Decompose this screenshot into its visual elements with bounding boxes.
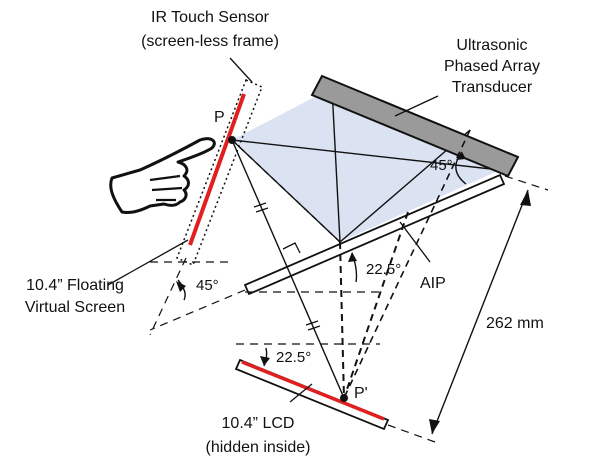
ultrasound-beam-region [232,88,500,242]
ir-sensor-frame [176,78,263,267]
tick-mark-upper-2 [255,207,269,213]
angle-arrow-22-lower [260,356,270,366]
label-transducer-line3: Transducer [452,79,533,96]
dimension-arrowhead-bottom [429,419,440,434]
tick-mark-upper-1 [253,202,267,208]
label-angle-45-top: 45° [430,157,453,174]
ext-line-lcd-right [387,424,436,443]
dashed-transducer-to-p-prime [343,129,471,399]
p-to-p-prime-line [231,139,345,399]
label-angle-22-lower: 22.5° [276,349,311,366]
angle-arrow-45-left [176,281,186,292]
transducer-block [310,74,520,178]
label-distance: 262 mm [486,315,544,332]
label-ir-sensor-line2: (screen-less frame) [141,33,279,50]
point-p-dot [228,136,236,144]
dimension-arrowhead-top [520,190,531,206]
label-floating-line1: 10.4” Floating [26,277,124,294]
leader-floating-screen [107,239,189,286]
dashed-beam-to-aip [231,139,341,243]
label-transducer-line1: Ultrasonic [456,37,527,54]
label-floating-line2: Virtual Screen [25,299,125,316]
dimension-arrow-line [431,189,529,435]
dashed-aip-to-p-prime [339,241,345,399]
ext-line-transducer-right [504,175,549,191]
beam-line-left-to-p [331,87,341,243]
right-angle-marker [282,242,301,254]
point-p-prime-dot [340,394,348,402]
leader-transducer [394,95,439,117]
leader-lcd [289,383,313,403]
angle-arrow-22-upper [348,252,357,262]
label-point-p: P [214,109,225,126]
leader-ir-sensor [229,57,253,83]
tick-mark-lower-2 [307,325,321,331]
hand-finger-lines [149,174,183,202]
hand-pointer-icon [109,137,216,214]
tick-mark-lower-1 [305,320,319,326]
ext-line-floating-down [149,257,187,336]
angle-arc-45-left [177,279,186,301]
leader-aip [399,221,431,263]
label-aip: AIP [420,275,446,292]
ext-line-aip-left [149,289,246,331]
dashed-aip-upper-to-p-prime [343,211,409,399]
lcd-red-surface [241,360,385,421]
aip-plate [243,173,506,296]
label-angle-22-upper: 22.5° [366,261,401,278]
label-angle-45-left: 45° [196,277,219,294]
label-lcd-line2: (hidden inside) [206,439,311,456]
label-point-p-prime: P' [354,385,368,402]
label-ir-sensor-line1: IR Touch Sensor [151,9,270,26]
label-transducer-line2: Phased Array [444,58,540,75]
floating-virtual-screen [188,93,246,246]
label-lcd-line1: 10.4” LCD [222,415,295,432]
angle-arrow-45-top [456,152,466,160]
